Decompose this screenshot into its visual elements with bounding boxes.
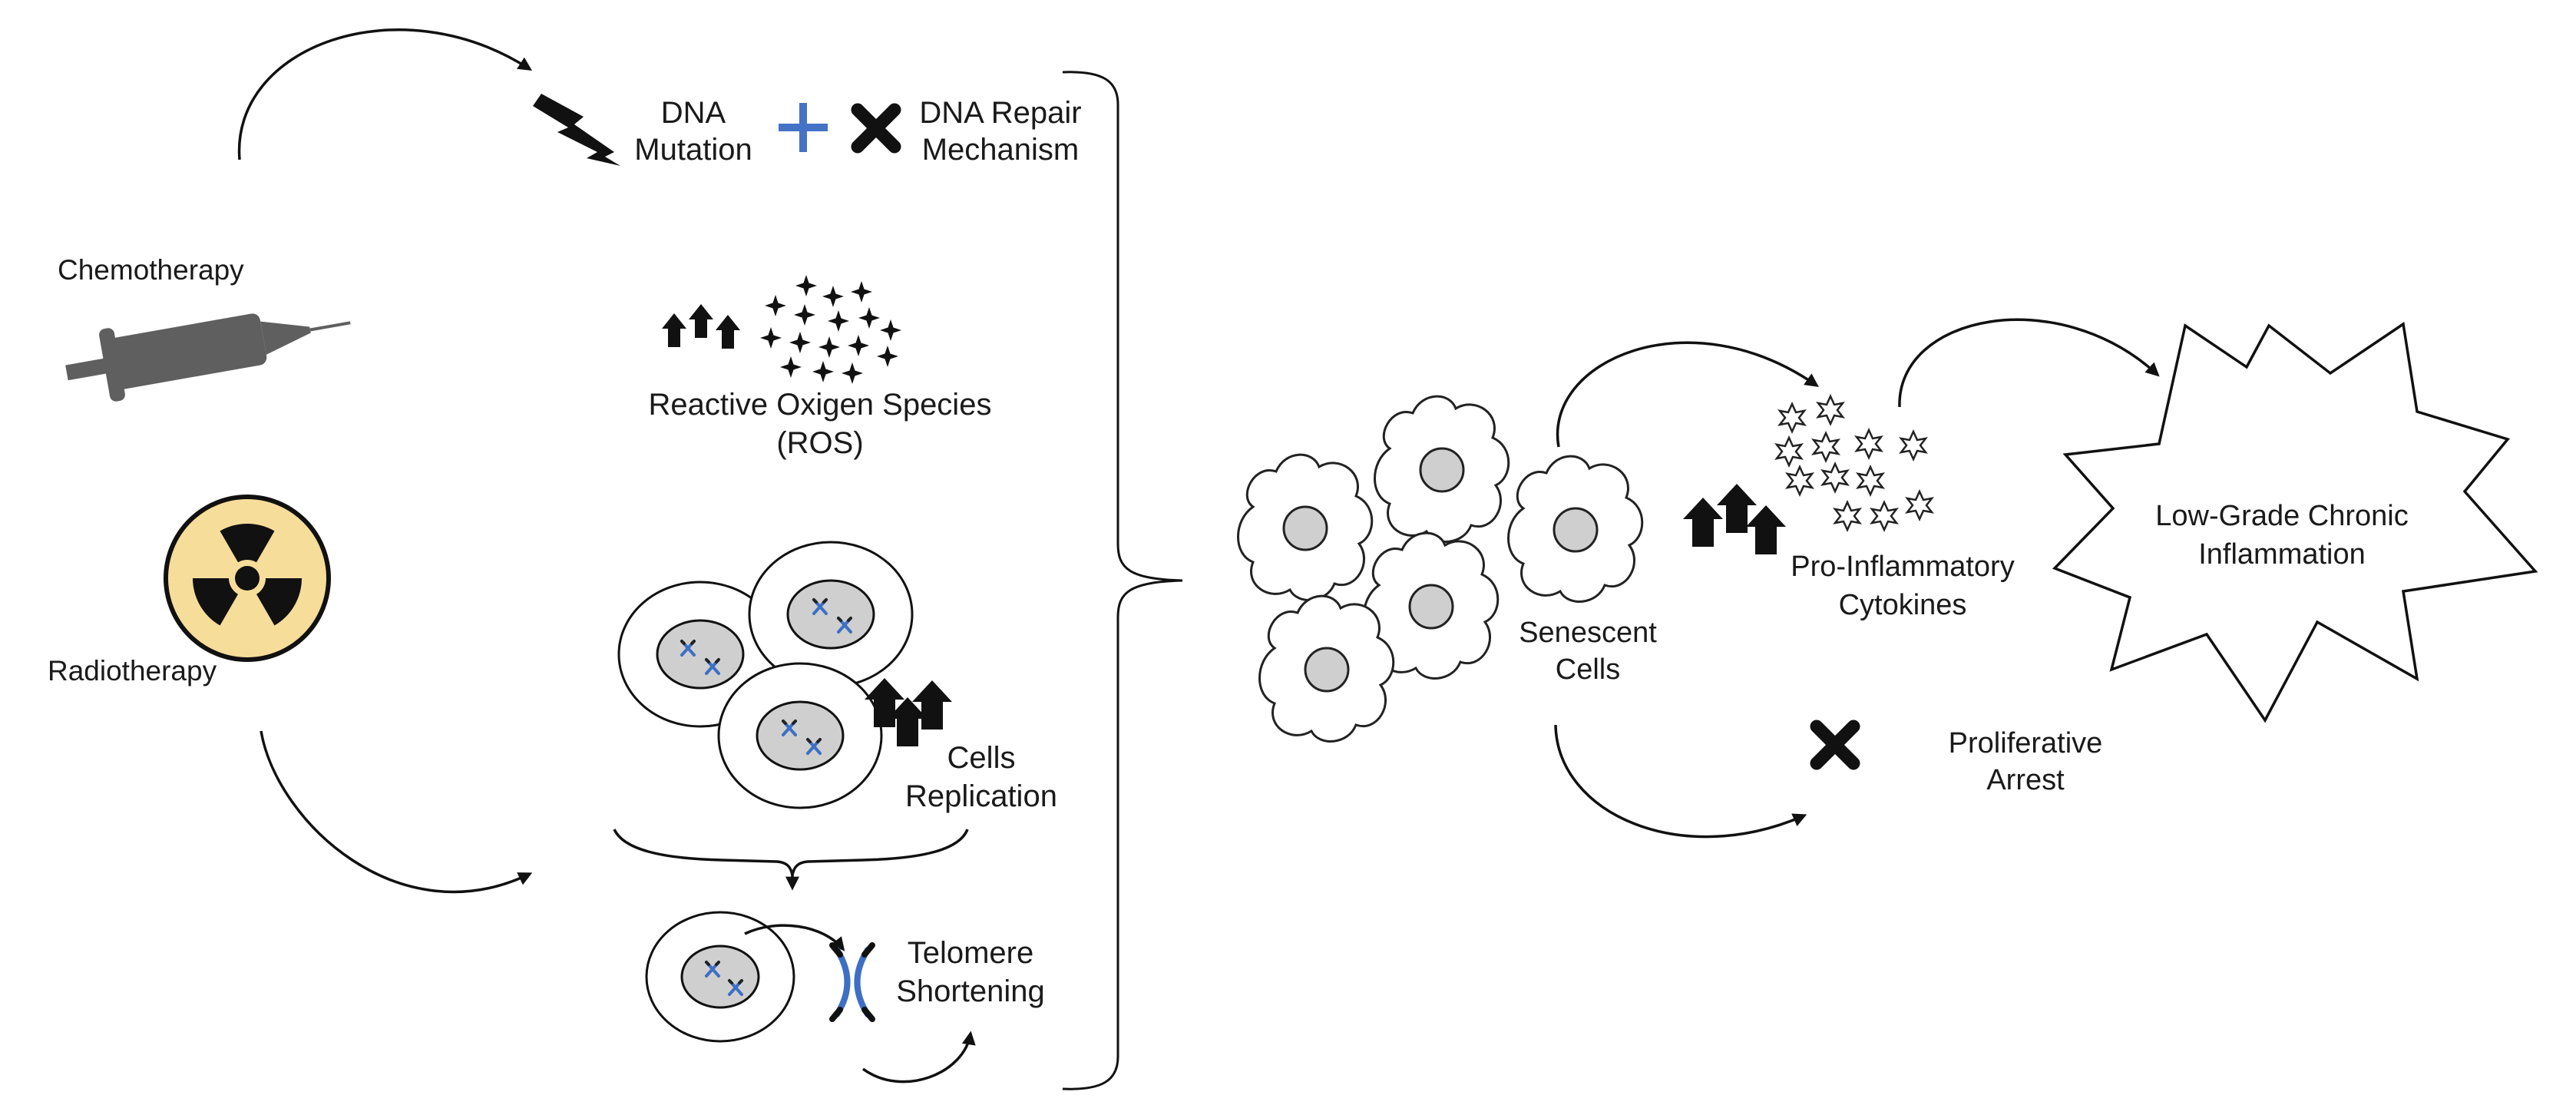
replicating-cell-3 — [717, 662, 883, 809]
arrest-line2: Arrest — [1986, 764, 2065, 796]
cell-to-chromosome-arrow — [744, 924, 845, 951]
ros-increase-arrows-icon — [662, 304, 740, 349]
replicating-cell-2 — [748, 541, 914, 688]
replication-label-line2: Replication — [905, 779, 1057, 813]
nucleus — [756, 700, 845, 771]
nucleus — [786, 579, 875, 650]
replication-label-line1: Cells — [947, 741, 1016, 775]
inflammation-line2: Inflammation — [2198, 538, 2366, 571]
radiotherapy-label: Radiotherapy — [48, 655, 217, 687]
ros-particles-icon — [760, 275, 901, 384]
chemo-to-dna-arrow — [237, 28, 533, 160]
chemotherapy-label: Chemotherapy — [58, 254, 244, 286]
lightning-icon — [533, 94, 620, 166]
ros-label-line2: (ROS) — [776, 426, 863, 460]
cytokines-line1: Pro-Inflammatory — [1791, 551, 2014, 583]
dna-repair-line2: Mechanism — [922, 133, 1080, 167]
senescent-cells-cluster — [1237, 395, 1644, 743]
mechanisms-brace — [1062, 71, 1183, 1090]
cross-icon — [851, 103, 901, 154]
nucleus — [656, 619, 745, 690]
inflammation-starburst-icon — [2052, 322, 2538, 723]
inflammation-line1: Low-Grade Chronic — [2155, 500, 2408, 532]
nucleus — [680, 945, 760, 1009]
cytokines-icon — [1775, 395, 1933, 531]
senescent-to-arrest-arrow — [1554, 724, 1807, 839]
radiation-icon — [164, 495, 331, 662]
syringe-icon — [65, 313, 351, 402]
telomere-label-line2: Shortening — [896, 974, 1044, 1008]
senescent-cell — [1363, 531, 1500, 680]
senescent-cell — [1374, 395, 1510, 543]
senescent-cell — [1258, 594, 1395, 743]
dna-mutation-line1: DNA — [661, 96, 726, 130]
dna-mutation-line2: Mutation — [634, 133, 752, 167]
senescent-cells-line1: Senescent — [1519, 617, 1657, 649]
cytokines-increase-arrows-icon — [1683, 484, 1786, 554]
chemotherapy-group: Chemotherapy — [58, 254, 351, 402]
dna-repair-group: DNA Repair Mechanism — [919, 96, 1081, 167]
ros-label-line1: Reactive Oxigen Species — [649, 388, 992, 422]
arrest-line1: Proliferative — [1949, 727, 2103, 759]
dna-repair-line1: DNA Repair — [919, 96, 1081, 130]
telomere-loop-arrow — [861, 1031, 976, 1084]
radiotherapy-group: Radiotherapy — [48, 495, 331, 687]
arrest-cross-icon — [1810, 720, 1860, 770]
telomere-cell — [645, 911, 795, 1043]
replication-brace — [613, 829, 969, 876]
chromosome-icon — [829, 942, 875, 1022]
senescent-cell — [1507, 455, 1644, 603]
plus-icon — [779, 103, 828, 152]
senescent-cell — [1237, 453, 1374, 601]
dna-mutation-group: DNA Mutation — [533, 94, 752, 167]
radio-to-telomere-arrow — [260, 730, 533, 894]
cytokines-to-inflammation-arrow — [1898, 318, 2160, 408]
senescent-to-cytokines-arrow — [1556, 341, 1819, 448]
senescent-cells-line2: Cells — [1556, 653, 1620, 686]
telomere-label-line1: Telomere — [908, 936, 1034, 970]
cytokines-line2: Cytokines — [1839, 589, 1967, 621]
